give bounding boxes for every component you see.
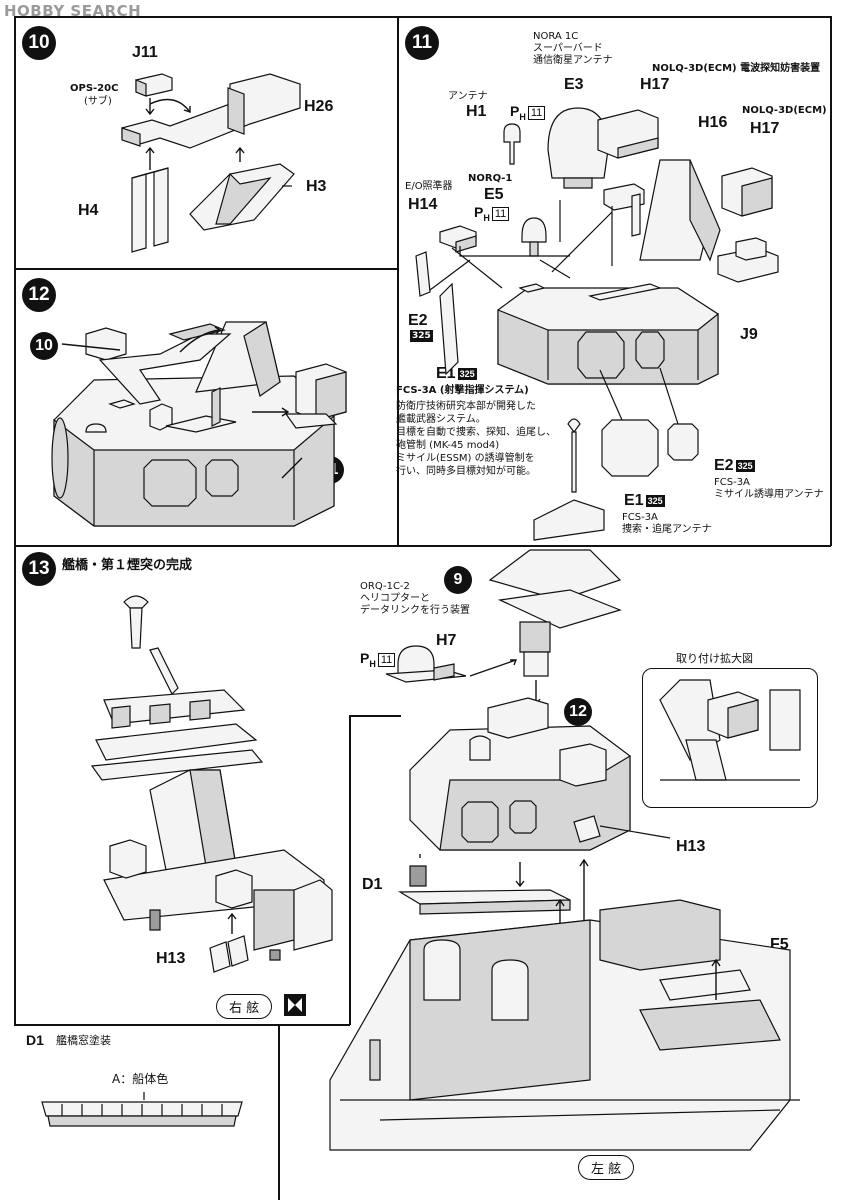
part-e5-label: E5: [484, 186, 504, 203]
step13-left-drawing: [90, 595, 333, 973]
port-label: 左 舷: [578, 1155, 635, 1180]
step13-bottom: [14, 1024, 350, 1026]
site-logo: HOBBY SEARCH: [4, 2, 142, 20]
step12-number: 12: [22, 278, 56, 312]
ops20c-callout-2: (サブ): [84, 96, 112, 107]
step13-sub9: 9: [444, 566, 472, 594]
h13-label-left: H13: [156, 950, 186, 967]
border-top-left: [14, 16, 397, 18]
e1-caption-1: FCS-3A: [622, 512, 658, 523]
inset-title: 取り付け拡大図: [676, 652, 753, 665]
paint-part-label: D1: [26, 1032, 44, 1048]
part-h17b-label: H17: [750, 120, 780, 137]
step13-sub12: 12: [564, 698, 592, 726]
e2-caption-1: FCS-3A: [714, 477, 750, 488]
step12-sub10: 10: [30, 332, 58, 360]
orq-line-3: データリンクを行う装置: [360, 605, 470, 616]
divider-row1: [14, 268, 397, 270]
step13-right: [349, 715, 351, 1025]
fcs-desc-6: 行い、同時多目標対知が可能。: [396, 466, 536, 477]
e2-caption-2: ミサイル誘導用アンテナ: [714, 489, 824, 500]
part-h3-label: H3: [306, 178, 327, 195]
fcs-desc-2: 艦載武器システム。: [396, 414, 486, 425]
step10-drawing: [121, 73, 301, 253]
site-header: HOBBY SEARCH: [0, 0, 846, 26]
note-nolq-a: NOLQ-3D(ECM) 電波探知妨害装置: [652, 63, 821, 74]
step12-drawing: [51, 321, 347, 527]
fcs-title: FCS-3A (射撃指揮システム): [396, 385, 529, 396]
paint-color: A：船体色: [112, 1072, 169, 1086]
fcs-desc-1: 防衛庁技術研究本部が開発した: [396, 401, 536, 412]
step10-number: 10: [22, 26, 56, 60]
border-top-right: [397, 16, 831, 18]
note-nora-3: 通信衛星アンテナ: [533, 55, 613, 66]
note-antenna: アンテナ: [448, 91, 488, 102]
part-j9-label: J9: [740, 326, 758, 343]
fcs-desc-4: 砲管制 (MK-45 mod4): [396, 440, 500, 451]
h13-label-right: H13: [676, 838, 706, 855]
border-right: [830, 16, 832, 546]
orq-line-1: ORQ-1C-2: [360, 581, 410, 592]
border-left-lower: [14, 545, 16, 1025]
part-j11-label: J11: [132, 44, 158, 61]
note-nolq-b: NOLQ-3D(ECM): [742, 105, 827, 116]
part-e3-label: E3: [564, 76, 584, 93]
d1-window-strip-drawing: [41, 1092, 243, 1127]
part-h16-label: H16: [698, 114, 728, 131]
note-nora-1: NORA 1C: [533, 31, 579, 42]
orq-line-2: ヘリコプターと: [360, 593, 430, 604]
starboard-label: 右 舷: [216, 994, 273, 1019]
part-h26-label: H26: [304, 98, 334, 115]
paint-divider: [278, 1024, 280, 1200]
ops20c-callout-1: OPS-20C: [70, 83, 119, 94]
note-eo: E/O照準器: [405, 181, 453, 192]
part-h14-label: H14: [408, 196, 438, 213]
paint-title: 艦橋窓塗装: [56, 1034, 111, 1047]
part-h17a-label: H17: [640, 76, 670, 93]
fcs-desc-5: ミサイル(ESSM) の誘導管制を: [396, 453, 535, 464]
starboard-marker-icon: [284, 994, 306, 1016]
e1-caption-2: 捜索・追尾アンテナ: [622, 524, 712, 535]
step13-title: 艦橋・第１煙突の完成: [62, 558, 193, 573]
h7-label: H7: [436, 632, 457, 649]
part-h4-label: H4: [78, 202, 99, 219]
part-h1-label: H1: [466, 103, 487, 120]
divider-col: [397, 16, 399, 546]
part-e2-label: E2: [408, 312, 428, 329]
step13-notch: [349, 715, 401, 717]
divider-row2: [14, 545, 831, 547]
note-norq: NORQ-1: [468, 173, 513, 184]
step13-number: 13: [22, 552, 56, 586]
fcs-desc-3: 目標を自動で捜索、探知、追尾し、: [396, 427, 556, 438]
step11-number: 11: [405, 26, 439, 60]
badge-325-a: 325: [410, 330, 433, 342]
note-nora-2: スーパーバード: [533, 43, 603, 54]
d1-label: D1: [362, 876, 383, 893]
border-left-upper: [14, 16, 16, 546]
step11-drawing: [415, 107, 779, 541]
